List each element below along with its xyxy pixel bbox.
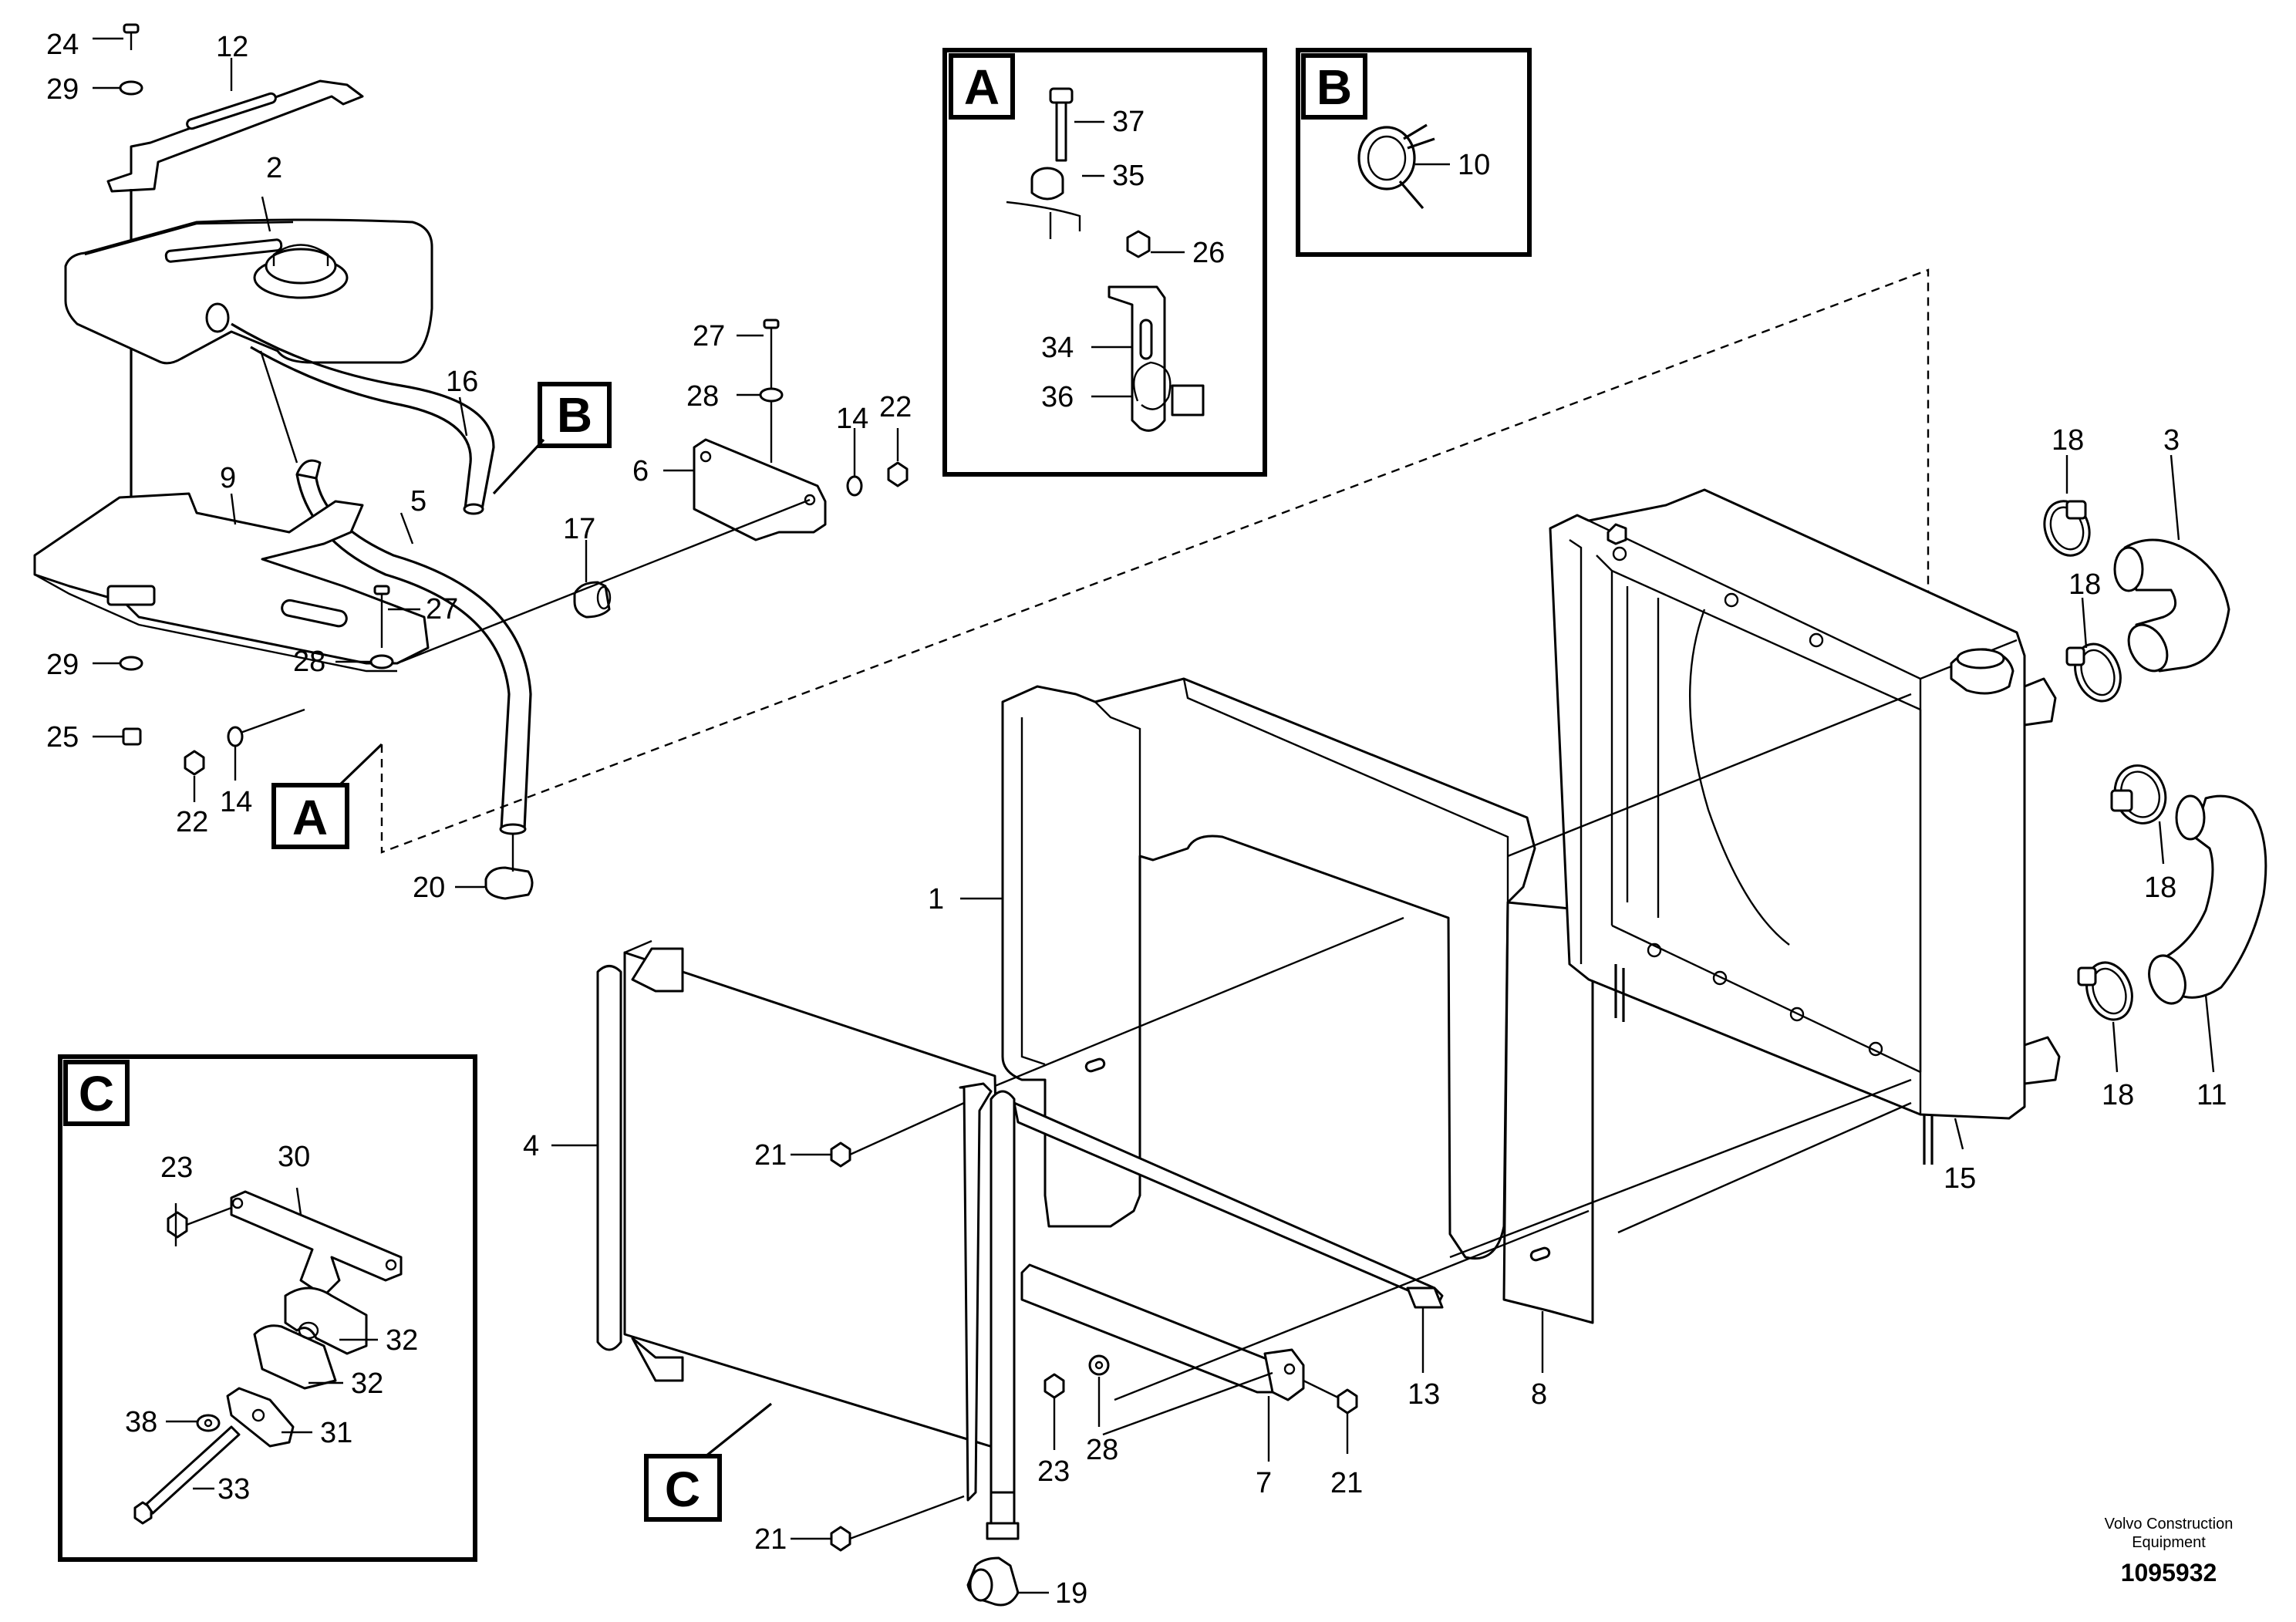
label-7: 7 (1256, 1467, 1272, 1499)
oil-cooler-tube: 19 (959, 1082, 1087, 1610)
label-23-c: 23 (160, 1152, 193, 1184)
label-38: 38 (125, 1406, 157, 1438)
label-28-top: 28 (686, 380, 719, 413)
footer: Volvo Construction Equipment 1095932 (2105, 1516, 2234, 1587)
label-22-top: 22 (879, 391, 912, 423)
label-18-top: 18 (2052, 424, 2084, 457)
label-13: 13 (1408, 1378, 1440, 1411)
detail-box-a: A 37 35 26 34 36 (942, 48, 1267, 477)
label-28-rail: 28 (1086, 1434, 1118, 1466)
detail-box-b: B 10 (1296, 48, 1532, 257)
label-2: 2 (266, 152, 282, 184)
brand-line-1: Volvo Construction (2105, 1516, 2234, 1533)
label-22-bottom: 22 (176, 806, 208, 838)
fan-shroud-1: 1 (928, 677, 1536, 1260)
label-27-top: 27 (693, 320, 725, 352)
label-23-bottom: 23 (1037, 1455, 1070, 1488)
label-33: 33 (217, 1473, 250, 1506)
label-20: 20 (413, 872, 445, 904)
label-18-third: 18 (2144, 872, 2176, 904)
label-24: 24 (46, 29, 79, 61)
radiator-core-4: 4 (523, 939, 1004, 1452)
callout-c-label: C (665, 1462, 700, 1517)
label-4: 4 (523, 1130, 539, 1162)
label-28-bottom: 28 (293, 646, 325, 678)
rail-7: 7 (1020, 1263, 1305, 1499)
detail-c-title: C (79, 1066, 114, 1121)
label-14-top: 14 (836, 403, 868, 435)
label-34: 34 (1041, 332, 1074, 364)
label-8: 8 (1531, 1378, 1547, 1411)
callout-b: B (492, 382, 612, 495)
label-5: 5 (410, 485, 426, 518)
label-6: 6 (632, 455, 649, 487)
label-16: 16 (446, 366, 478, 398)
bar-13: 13 (1013, 1101, 1444, 1411)
label-3: 3 (2163, 424, 2180, 457)
label-26: 26 (1192, 237, 1225, 269)
label-32-a: 32 (386, 1324, 418, 1357)
expansion-tank-assembly: 12 2 16 5 9 (33, 23, 534, 904)
label-35: 35 (1112, 160, 1145, 192)
label-18-bottom: 18 (2102, 1079, 2134, 1111)
hoses-and-clamps: 18 3 18 18 11 18 (2043, 424, 2267, 1111)
label-25: 25 (46, 721, 79, 754)
label-1: 1 (928, 883, 944, 916)
label-19: 19 (1055, 1577, 1087, 1610)
label-11: 11 (2197, 1079, 2227, 1111)
callout-c: C (644, 1402, 772, 1522)
callout-a: A (271, 743, 383, 849)
label-31: 31 (320, 1417, 352, 1449)
label-18-second: 18 (2068, 568, 2101, 601)
callout-a-label: A (292, 790, 328, 845)
radiator-frame-15: 15 (1549, 488, 2061, 1195)
document-number: 1095932 (2121, 1559, 2217, 1587)
label-36: 36 (1041, 381, 1074, 413)
label-15: 15 (1944, 1162, 1976, 1195)
detail-a-title: A (964, 59, 1000, 115)
label-10: 10 (1458, 149, 1490, 181)
detail-box-c: C 23 30 32 32 31 38 33 (58, 1054, 477, 1562)
fasteners: 21 21 23 28 21 (754, 1101, 1363, 1556)
label-14-bottom: 14 (220, 786, 252, 818)
label-27-bottom: 27 (426, 593, 458, 626)
label-32-b: 32 (351, 1367, 383, 1400)
seal-8: 8 (1502, 901, 1594, 1411)
label-29-top: 29 (46, 73, 79, 106)
callout-b-label: B (557, 387, 592, 443)
detail-b-title: B (1317, 59, 1352, 115)
label-29-bottom: 29 (46, 649, 79, 681)
label-12: 12 (216, 31, 248, 63)
label-37: 37 (1112, 106, 1145, 138)
brand-line-2: Equipment (2132, 1534, 2206, 1551)
label-21-bottom: 21 (754, 1523, 787, 1556)
label-30: 30 (278, 1141, 310, 1173)
label-17: 17 (563, 513, 595, 545)
bracket-6-group: 27 28 6 14 22 17 (400, 319, 912, 663)
label-21-right: 21 (1330, 1467, 1363, 1499)
label-21-middle: 21 (754, 1139, 787, 1172)
label-9: 9 (220, 462, 236, 494)
